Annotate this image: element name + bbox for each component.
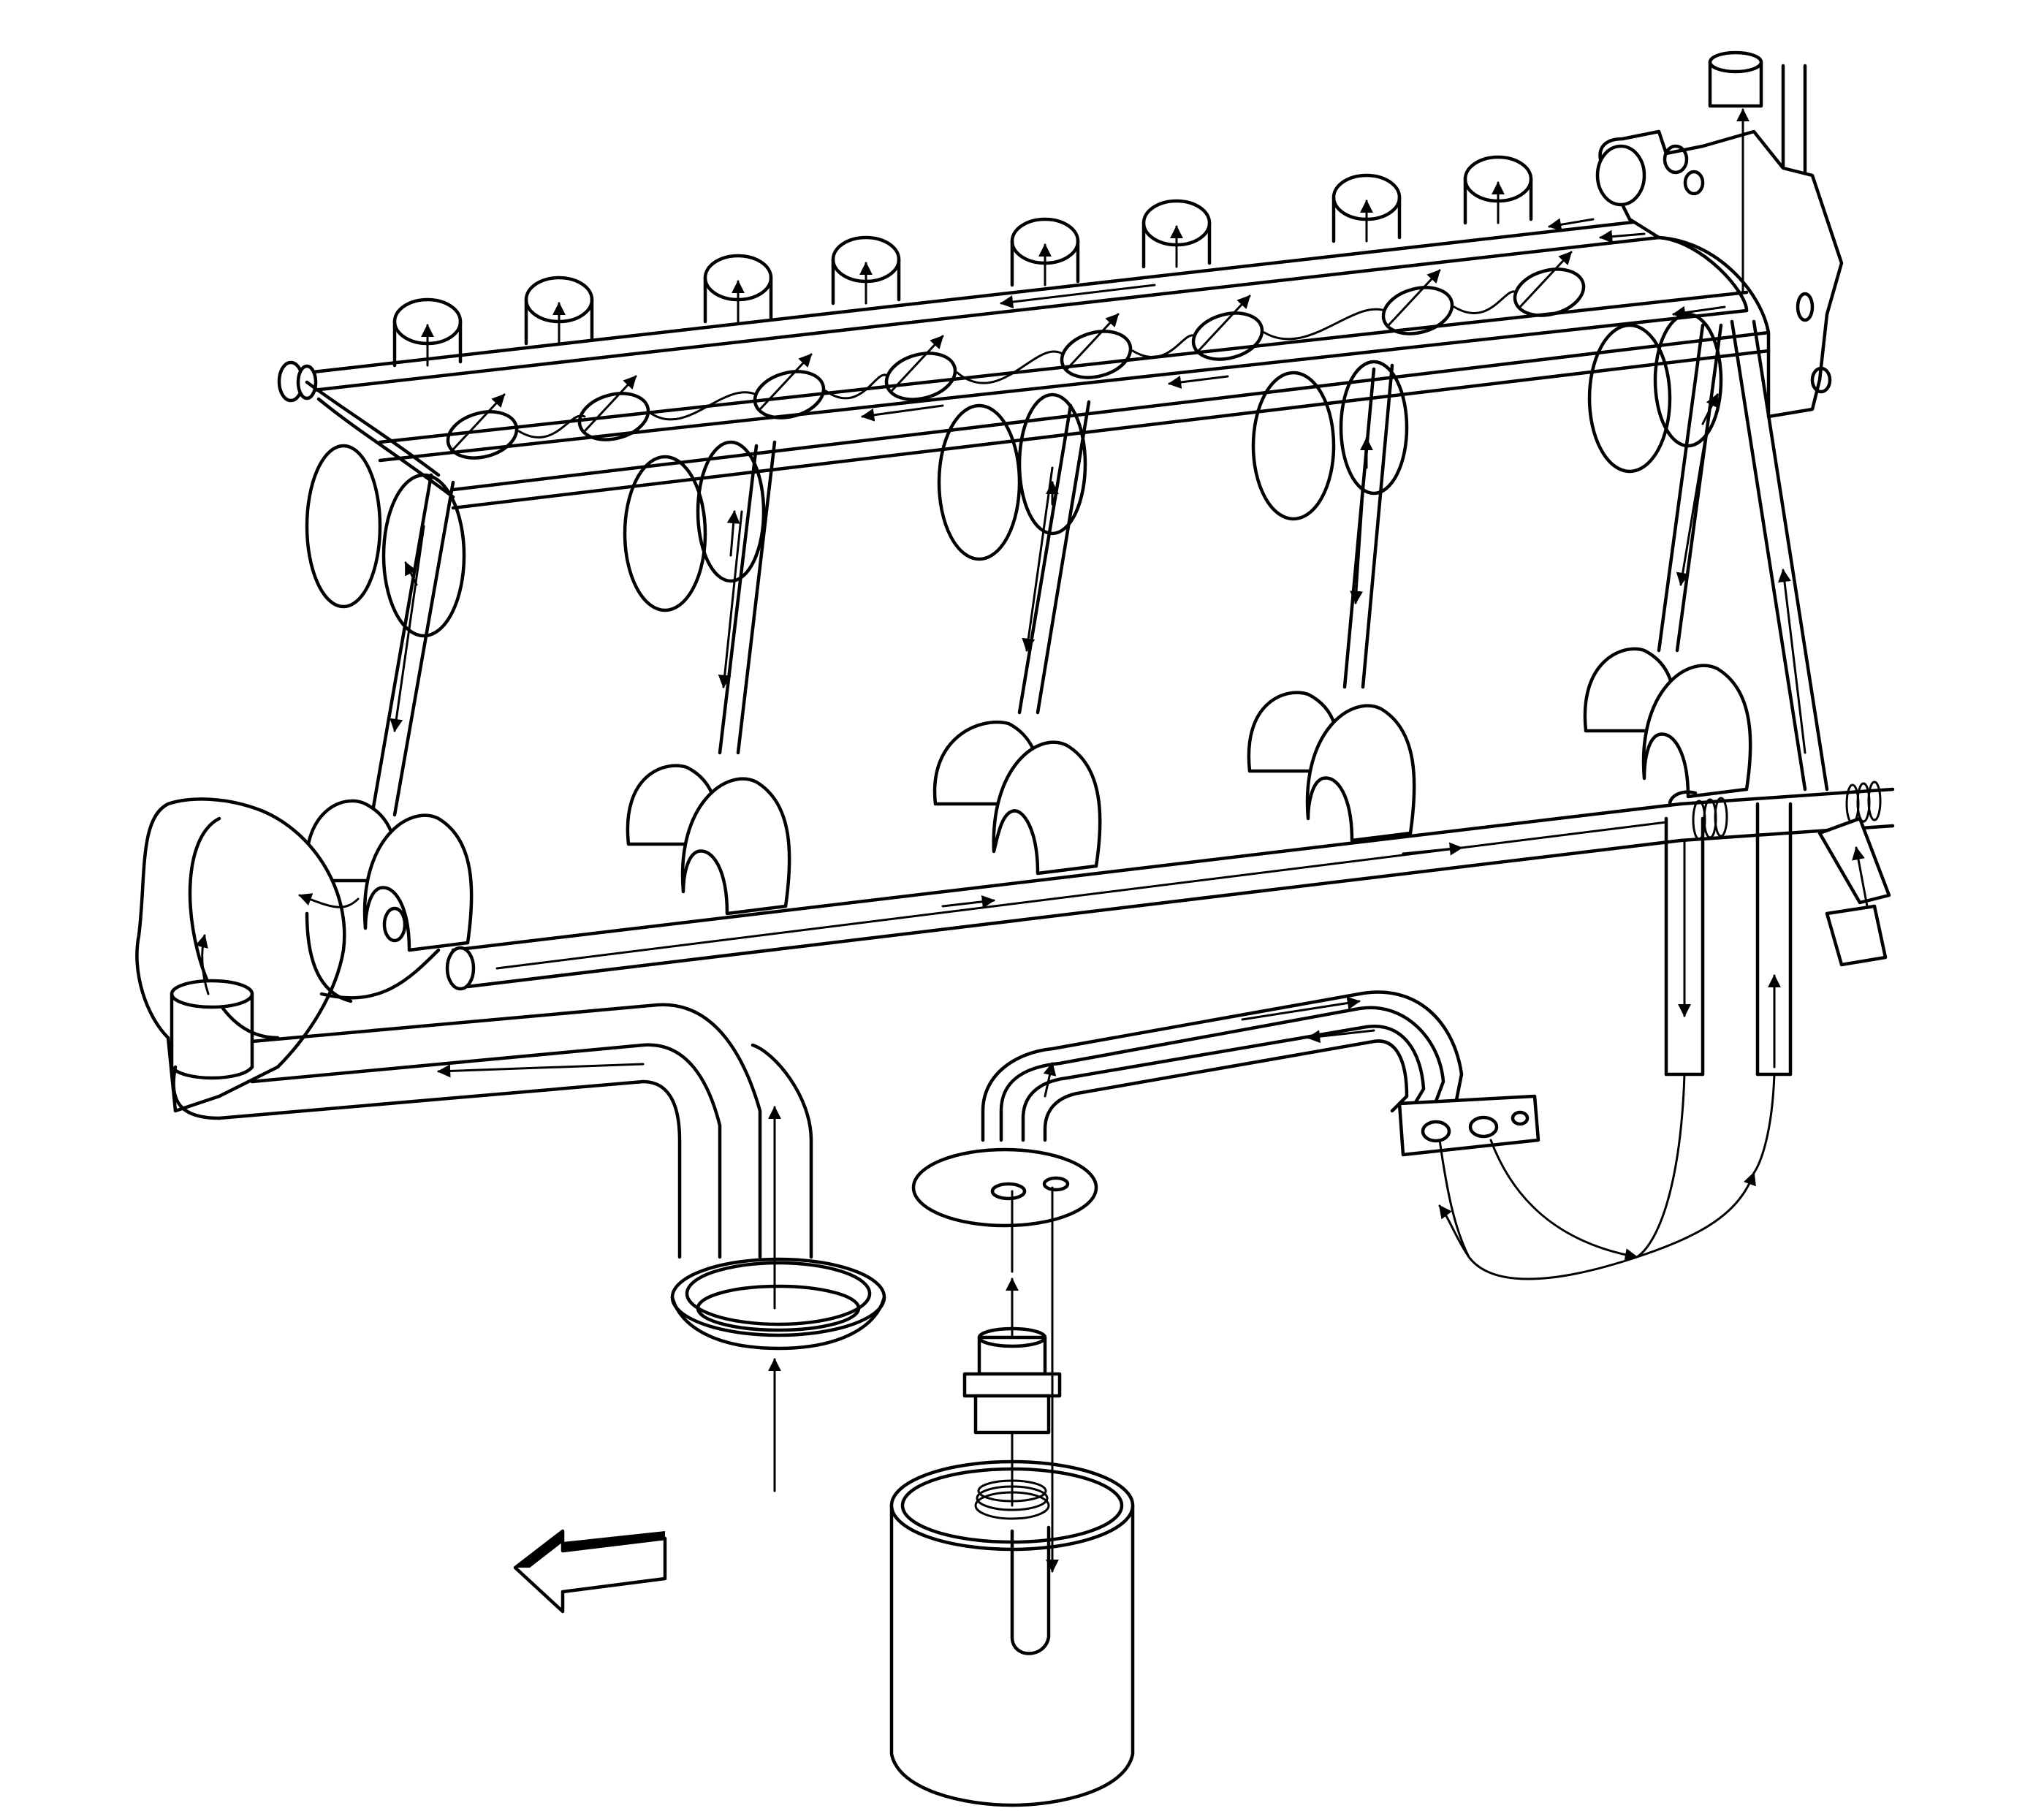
flow-arrow-icon (298, 893, 360, 908)
flow-arrow-icon (1387, 269, 1441, 327)
flow-arrow-icon (1350, 437, 1368, 604)
flow-arrow-icon (1307, 1029, 1375, 1044)
flow-arrow-icon (890, 335, 944, 392)
flow-arrow-icon (1701, 393, 1719, 425)
flow-arrow-icon (1676, 408, 1711, 586)
flow-arrow-icon (1599, 229, 1646, 243)
flow-arrow-icon (1519, 251, 1573, 308)
flow-arrow-icon (1438, 1204, 1638, 1280)
flow-arrow-icon (861, 404, 944, 422)
flow-arrow-icon (1489, 1139, 1638, 1261)
rear-cover-housing (1595, 50, 1844, 419)
flow-arrow-icon (1000, 284, 1156, 309)
flow-arrow-icon (1241, 996, 1361, 1021)
flow-arrow-icon (195, 934, 210, 995)
oil-pickup-tube (172, 1003, 813, 1259)
flow-arrow-icon (583, 375, 637, 433)
filter-adapter-gasket (911, 1147, 1098, 1228)
pickup-screen (670, 1257, 886, 1351)
flow-arrow-icon (1065, 313, 1120, 371)
main-bearing-saddles (304, 647, 1752, 952)
flow-arrow-icon (390, 525, 425, 732)
lifter-bore (1463, 155, 1533, 225)
main-bearing-saddle (626, 764, 791, 916)
bypass-spring (1845, 781, 1882, 824)
oil-filter (889, 1459, 1135, 1807)
main-bearing-saddle (932, 720, 1102, 876)
flow-arrow-icon (1168, 375, 1229, 389)
flow-arrow-icon (1672, 305, 1726, 319)
main-bearing-saddle (304, 799, 474, 952)
flow-arrow-icon (759, 353, 813, 411)
flow-arrow-icon (941, 895, 995, 908)
flow-arrow-icon (1548, 218, 1595, 232)
vertical-feed-passages (371, 64, 1829, 817)
flow-arrow-icon (1043, 1062, 1057, 1098)
flow-arrow-icon (1635, 1172, 1756, 1258)
flow-arrow-icon (1777, 569, 1806, 754)
lifter-bore (831, 235, 901, 305)
direction-arrow-icon (513, 1529, 667, 1614)
oil-pump-housing (135, 797, 441, 1113)
lifter-bore (1141, 199, 1212, 269)
main-bearing-saddle (1247, 691, 1416, 843)
flow-arrow-icon (1197, 295, 1251, 352)
upper-oil-galleries (277, 217, 1771, 510)
main-oil-gallery (445, 781, 1895, 991)
flow-arrow-icon (726, 510, 740, 557)
flow-arrow-icon (1852, 846, 1869, 908)
flow-arrow-icon (437, 1063, 645, 1078)
main-bearing-saddle (1583, 647, 1752, 799)
pressure-relief-valve (962, 1326, 1062, 1435)
flow-arrow-icon (452, 393, 506, 451)
flow-arrow-icon (1022, 466, 1054, 652)
cam-bearing-rings (446, 267, 1586, 460)
flow-arrow-icon (404, 561, 418, 586)
flow-arrow-icon (718, 510, 743, 688)
flow-arrows (195, 108, 1869, 1573)
